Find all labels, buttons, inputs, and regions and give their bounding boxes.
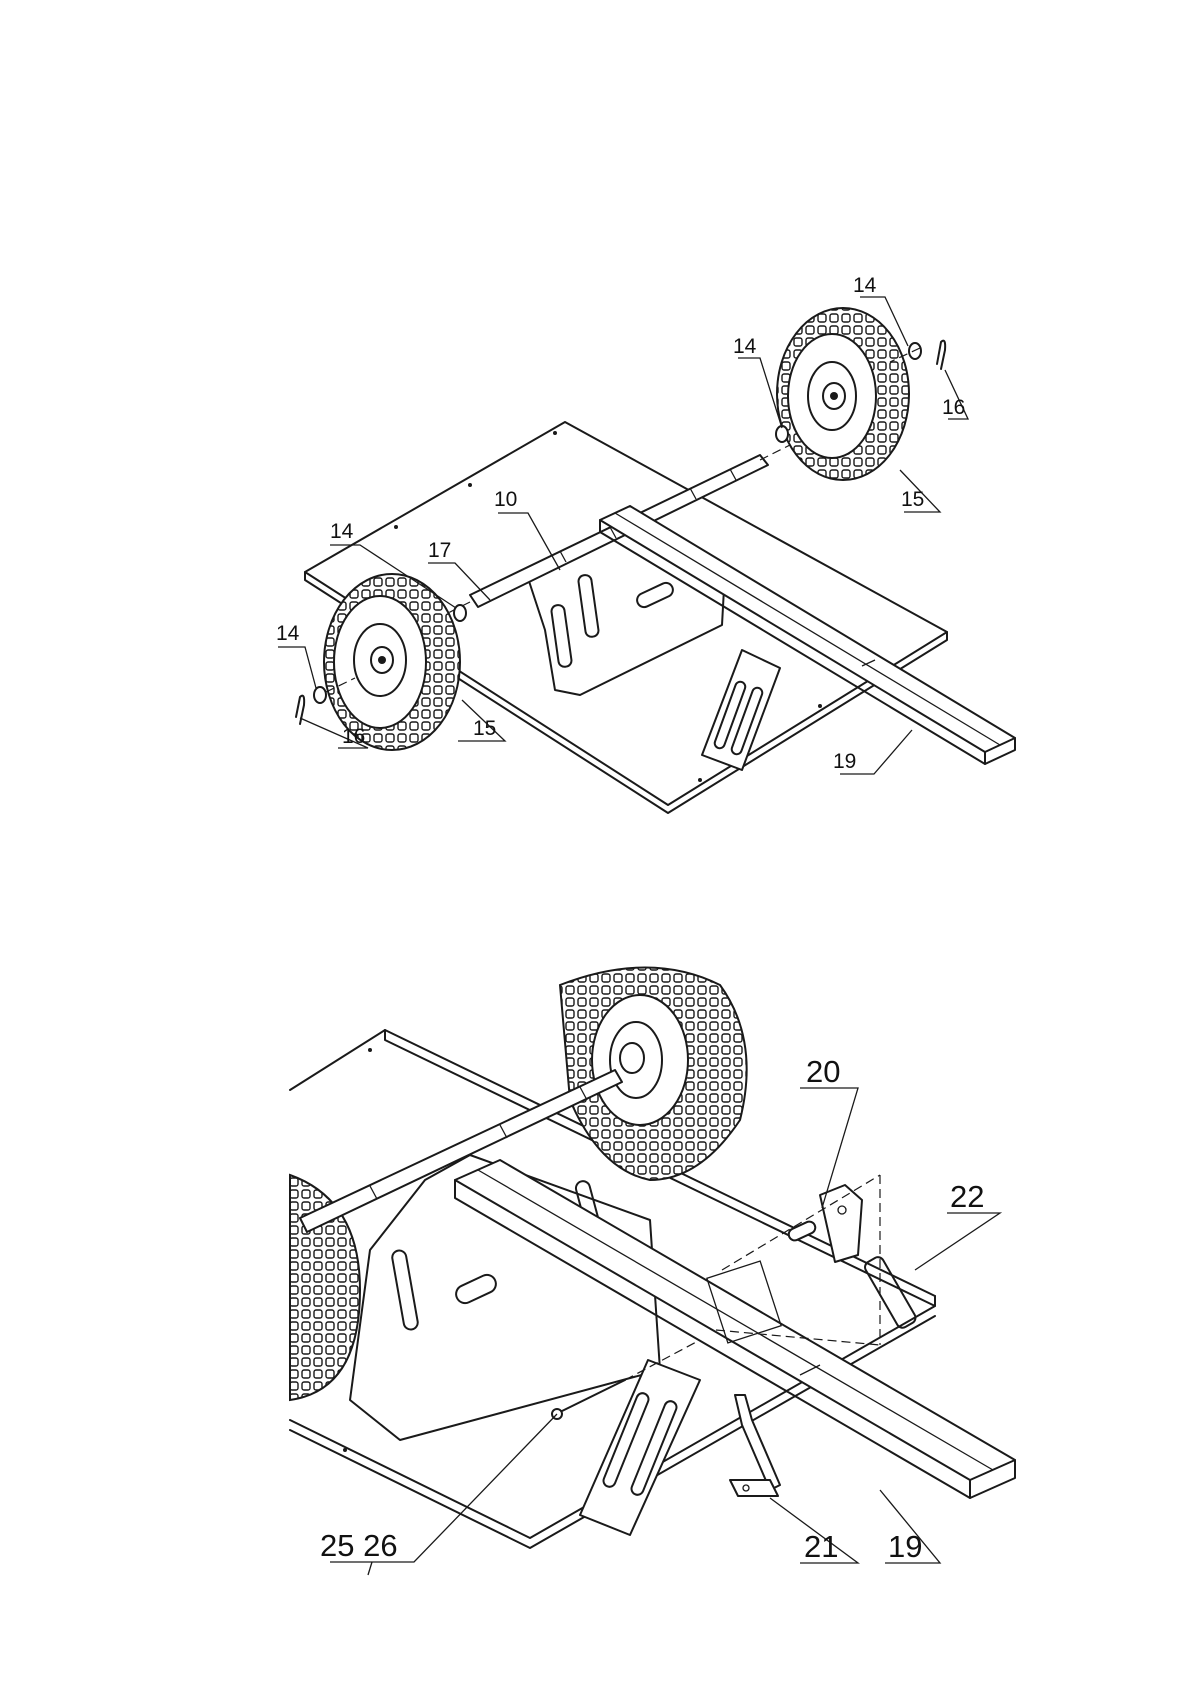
callout-25-26: 25 26	[320, 1528, 398, 1563]
callout-20: 20	[806, 1054, 840, 1089]
callout-14-right-inner: 14	[733, 335, 757, 358]
callout-14-left-inner: 14	[330, 520, 354, 543]
callout-10: 10	[494, 488, 517, 511]
detail-back-wheel	[560, 968, 747, 1181]
left-wheel	[324, 574, 460, 750]
callout-14-left-outer: 14	[276, 622, 300, 645]
callout-14-top-right: 14	[853, 274, 877, 297]
callout-16-left: 16	[342, 725, 365, 748]
callout-19-top: 19	[833, 750, 856, 773]
callout-16-right: 16	[942, 396, 965, 419]
callout-21: 21	[804, 1529, 838, 1564]
bottom-detail-figure: 20 22 25 26 21 19	[290, 968, 1015, 1576]
right-wheel	[777, 308, 909, 480]
callout-15-left: 15	[473, 717, 496, 740]
callout-15-right: 15	[901, 488, 924, 511]
top-assembly-figure: 14 14 16 14 10 17 14 15 16 15 19	[276, 274, 1015, 813]
callout-22: 22	[950, 1179, 984, 1214]
callout-17: 17	[428, 539, 451, 562]
callout-19-bottom: 19	[888, 1529, 922, 1564]
